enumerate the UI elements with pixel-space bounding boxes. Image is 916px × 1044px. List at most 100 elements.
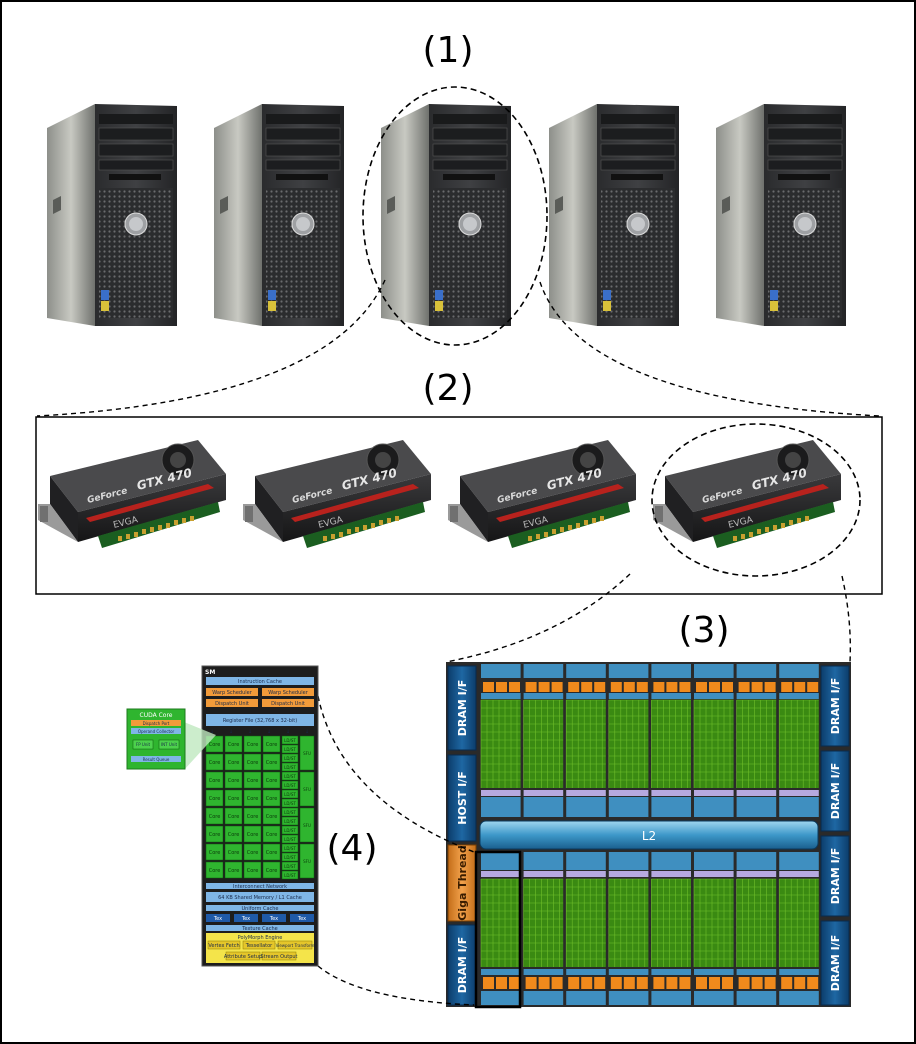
- sm-core-label: Core: [247, 778, 259, 784]
- sm-ldst: [281, 789, 299, 799]
- sm-arrow: ↓: [267, 729, 271, 735]
- sm-stream-output-label: Stream Output: [260, 954, 297, 960]
- sm-ldst-label: LD/ST: [284, 810, 296, 815]
- sm-bottom-shared: [651, 852, 691, 870]
- sm-core-label: Core: [247, 850, 259, 856]
- sm-top-scheduler: [764, 682, 776, 692]
- sm-core: [262, 825, 281, 843]
- sm-bottom-scheduler: [483, 977, 494, 989]
- sm-bottom-scheduler: [581, 977, 593, 989]
- sm-bottom-cache: [608, 991, 649, 1005]
- right-block-dram-4-label: DRAM I/F: [829, 935, 842, 992]
- right-block-dram-1: [820, 665, 850, 747]
- sm-top-shared: [736, 797, 777, 817]
- sm-top-cache: [481, 664, 521, 678]
- sm-highlight-box: [474, 850, 522, 1009]
- sm-vertex-fetch: [207, 940, 241, 950]
- sm-top-register: [736, 693, 777, 699]
- left-block-gigathread: [447, 844, 477, 922]
- sm-top-register: [779, 693, 819, 699]
- sm-core: [243, 843, 262, 861]
- sm-bottom-cores: [481, 879, 521, 967]
- sm-bottom-cores: [779, 879, 819, 967]
- sm-core: [262, 843, 281, 861]
- sm-bottom-scheduler: [709, 977, 720, 989]
- sm-viewport-transform-label: Viewport Transform: [276, 943, 315, 948]
- sm-core: [243, 861, 262, 879]
- sm-top-register: [481, 693, 521, 699]
- sm-attribute-setup-label: Attribute Setup: [224, 954, 262, 960]
- cuda-result-queue-label: Result Queue: [143, 757, 170, 762]
- sm-top-scheduler: [738, 682, 750, 692]
- sm-top-cache: [566, 664, 606, 678]
- sm-arrow: ↓: [286, 729, 290, 735]
- sm-core-label: Core: [209, 868, 221, 874]
- sm-core-label: Core: [228, 742, 240, 748]
- sm-top-register: [694, 693, 734, 699]
- sm-top-register: [608, 693, 649, 699]
- sm-ldst: [281, 807, 299, 817]
- sm-top-cache: [779, 664, 819, 678]
- sm-core-label: Core: [266, 850, 278, 856]
- sm-core-label: Core: [209, 796, 221, 802]
- sm-core-label: Core: [266, 778, 278, 784]
- sm-top-scheduler: [666, 682, 678, 692]
- sm-top-scheduler: [509, 682, 520, 692]
- sm-core: [224, 843, 243, 861]
- sm-core-label: Core: [247, 760, 259, 766]
- sm-sfu-label: SFU: [303, 859, 311, 864]
- sm-bottom-register: [651, 969, 691, 975]
- sm-top-cores: [694, 700, 734, 788]
- sm-bottom-cores: [566, 879, 606, 967]
- connector-1-to-2-left: [36, 279, 386, 417]
- sm-warp-scheduler-1-label: Warp Scheduler: [212, 690, 252, 696]
- sm-core: [205, 771, 224, 789]
- right-block-dram-3-label: DRAM I/F: [829, 848, 842, 905]
- sm-bottom-scheduler: [738, 977, 750, 989]
- sm-tessellator: [242, 940, 276, 950]
- l2-cache-label: L2: [642, 829, 656, 843]
- sm-core: [205, 807, 224, 825]
- right-block-dram-2-label: DRAM I/F: [829, 763, 842, 820]
- sm-bottom-lavender: [736, 871, 777, 877]
- sm-bottom-register: [736, 969, 777, 975]
- sm-ldst-label: LD/ST: [284, 774, 296, 779]
- sm-top-scheduler: [551, 682, 563, 692]
- sm-bottom-lavender: [481, 871, 521, 877]
- sm-core-label: Core: [266, 760, 278, 766]
- sm-top-shared: [481, 797, 521, 817]
- sm-top-cores: [566, 700, 606, 788]
- sm-core-label: Core: [247, 832, 259, 838]
- sm-ldst-label: LD/ST: [284, 765, 296, 770]
- sm-top-scheduler: [807, 682, 819, 692]
- sm-sfu-label: SFU: [303, 751, 311, 756]
- sm-stream-output: [261, 951, 297, 961]
- sm-top-scheduler: [483, 682, 494, 692]
- sm-warp-scheduler-2-label: Warp Scheduler: [268, 690, 308, 696]
- sm-bottom-register: [779, 969, 819, 975]
- sm-ldst-label: LD/ST: [284, 738, 296, 743]
- sm-top-cache: [694, 664, 734, 678]
- sm-tex-1-label: Tex: [213, 916, 222, 922]
- sm-bottom-scheduler: [538, 977, 550, 989]
- sm-bottom-cores: [694, 879, 734, 967]
- sm-core-label: Core: [266, 796, 278, 802]
- sm-top-lavender: [481, 790, 521, 796]
- sm-top-scheduler: [581, 682, 593, 692]
- left-block-dram-2: [447, 924, 477, 1006]
- sm-dispatch-unit-2-label: Dispatch Unit: [271, 701, 305, 707]
- cuda-dispatch-port-label: Dispatch Port: [143, 721, 170, 726]
- sm-core: [205, 843, 224, 861]
- sm-bottom-scheduler: [807, 977, 819, 989]
- sm-bottom-cache: [566, 991, 606, 1005]
- sm-polymorph-label: PolyMorph Engine: [238, 935, 283, 941]
- sm-bottom-lavender: [608, 871, 649, 877]
- sm-core-label: Core: [228, 868, 240, 874]
- sm-bottom-cache: [736, 991, 777, 1005]
- sm-top-scheduler: [781, 682, 793, 692]
- cuda-core-title: CUDA Core: [140, 712, 173, 719]
- sm-ldst-label: LD/ST: [284, 819, 296, 824]
- sm-ldst: [281, 816, 299, 826]
- sm-arrow: ↓: [248, 729, 252, 735]
